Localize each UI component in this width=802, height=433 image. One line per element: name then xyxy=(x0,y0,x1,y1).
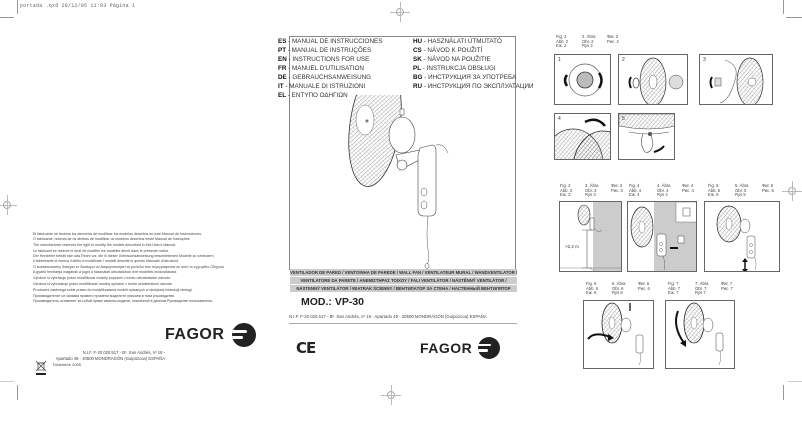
crop-mark xyxy=(17,385,18,400)
mounting-height-illustration xyxy=(560,204,621,271)
registration-mark xyxy=(390,2,410,22)
lang-en: EN - INSTRUCTIONS FOR USE xyxy=(278,56,370,63)
crop-mark xyxy=(788,381,802,382)
divider xyxy=(289,323,517,324)
fig2-panel-1: 1 xyxy=(554,54,611,105)
crop-mark xyxy=(783,0,784,14)
fagor-logo-center: FAGOR xyxy=(420,337,501,359)
disclaimer-el: Ο κατασκευαστής διατηρεί το δικαίωμα να … xyxy=(33,265,225,270)
fig2-panel-3: 3 xyxy=(699,54,773,105)
brand-wordmark: FAGOR xyxy=(420,340,473,356)
model-number: MOD.: VP-30 xyxy=(301,296,365,308)
disclaimer-de: Der Hersteller behält sich das Recht vor… xyxy=(33,253,215,258)
product-name-bar: VENTILADOR DE PARED / VENTOINHA DE PARED… xyxy=(290,269,517,293)
crop-mark xyxy=(0,17,14,18)
height-label: >2,2 m xyxy=(565,244,579,249)
product-name-line: VENTILADOR DE PARED / VENTOINHA DE PARED… xyxy=(290,269,518,277)
lang-de: DE - GEBRAUCHSANWEISUNG xyxy=(278,74,372,81)
cover-frame xyxy=(289,36,516,270)
vertical-tilt-illustration xyxy=(675,302,724,366)
disclaimer-ru: Производитель оставляет за собой право з… xyxy=(33,299,213,304)
registration-mark xyxy=(381,385,401,405)
clip-fastening-illustration xyxy=(619,114,674,153)
product-name-line: VENTILATORE DA PARETE / ΑΝΕΜΙΣΤΗΡΑΣ ΤΟΙΧ… xyxy=(290,277,517,285)
grille-removal-illustration xyxy=(628,57,684,104)
lang-it: IT - MANUALE DI ISTRUZIONI xyxy=(278,83,366,90)
crop-mark xyxy=(786,17,802,18)
height-adjust-illustration xyxy=(716,205,757,271)
lang-bg: BG - ИНСТРУКЦИЯ ЗА УПОТРЕБА xyxy=(413,74,517,81)
lang-hu: HU - HASZNÁLATI ÚTMUTATÓ xyxy=(413,38,502,45)
crop-mark xyxy=(783,385,784,400)
fig4-panel xyxy=(627,201,697,272)
publication-date: Diciembre 2005 xyxy=(53,362,82,367)
fig2-panel-5: 5 xyxy=(618,113,675,160)
fagor-symbol-icon xyxy=(478,337,501,359)
crop-mark xyxy=(0,381,14,382)
disclaimer-hu: A gyártó fenntartja magának a jogot a ha… xyxy=(33,270,178,275)
fan-hub-illustration xyxy=(563,63,603,97)
disclaimer-fr: Le fabricant se réserve le droit de modi… xyxy=(33,248,170,253)
lang-pl: PL - INSTRUKCJA OBSŁUGI xyxy=(413,65,496,72)
plug-connection-illustration xyxy=(630,202,696,271)
company-address-center: N.I.F. F-20.020.517 - Bº. San Andrés, nº… xyxy=(289,314,487,319)
lang-es: ES - MANUAL DE INSTRUCCIONES xyxy=(278,38,383,45)
fig2-panel-2: 2 xyxy=(618,54,688,105)
lang-ru: RU - ИНСТРУКЦИЯ ПО ЭКСПЛУАТАЦИИ xyxy=(413,83,534,90)
disclaimer-block: El fabricante se reserva los derechos de… xyxy=(33,232,273,305)
fig6-panel xyxy=(583,300,654,369)
blade-removal-illustration xyxy=(709,57,764,104)
fig5-panel xyxy=(704,201,780,272)
disclaimer-cs: Výrobce si vyhrazuje právo modifikovat m… xyxy=(33,275,172,280)
fig2-panel-4: 4 xyxy=(554,113,611,160)
disclaimer-es: El fabricante se reserva los derechos de… xyxy=(33,232,202,236)
disclaimer-en: The manufacturer reserves the right to m… xyxy=(33,243,177,248)
disclaimer-pl: Producent zastrzega sobie prawo do modyf… xyxy=(33,288,193,293)
ce-mark: CE xyxy=(296,339,316,357)
disclaimer-bg: Производителят си запазва правото промен… xyxy=(33,294,176,299)
company-address-left: N.I.F. F-20.020.517 - Bº. San Andrés, nº… xyxy=(55,350,165,361)
lang-pt: PT - MANUAL DE INSTRUÇÕES xyxy=(278,47,372,54)
registration-mark xyxy=(782,181,802,201)
grille-assembly-illustration xyxy=(555,118,610,159)
registration-mark xyxy=(0,195,17,215)
lang-fr: FR - MANUEL D'UTILISATION xyxy=(278,65,364,72)
horizontal-tilt-illustration xyxy=(587,302,644,366)
disclaimer-sk: Výrobca si vyhradzuje právo modifikovať … xyxy=(33,281,173,286)
fagor-symbol-icon xyxy=(232,323,257,347)
lang-el: EL - ΕΝΤΥΠΟ ΟΔΗΓΙΩΝ xyxy=(278,92,348,99)
product-name-line: NÁSTENNÝ VENTILÁTOR / WIATRAK ŚCIENNY / … xyxy=(290,285,517,293)
fig7-panel xyxy=(665,300,735,369)
crop-mark xyxy=(17,0,18,14)
wall-fan-illustration xyxy=(348,95,449,269)
disclaimer-pt: O fabricante, reserva-se os direitos de … xyxy=(33,237,191,242)
fig3-panel: >2,2 m xyxy=(559,201,622,272)
crossed-bin-icon xyxy=(35,360,47,375)
lang-sk: SK - NÁVOD NA POUŽITIE xyxy=(413,56,491,63)
disclaimer-it: Il fabbricante si riserva il diritto a m… xyxy=(33,259,179,264)
lang-cs: CS - NÁVOD K POUŽITÍ xyxy=(413,47,483,54)
brand-wordmark: FAGOR xyxy=(165,326,225,343)
print-slug: portada .qxd 28/12/05 11:03 Página 1 xyxy=(20,3,136,9)
language-list: ES - MANUAL DE INSTRUCCIONES HU - HASZNÁ… xyxy=(278,37,534,100)
fagor-logo-left: FAGOR xyxy=(165,323,257,347)
